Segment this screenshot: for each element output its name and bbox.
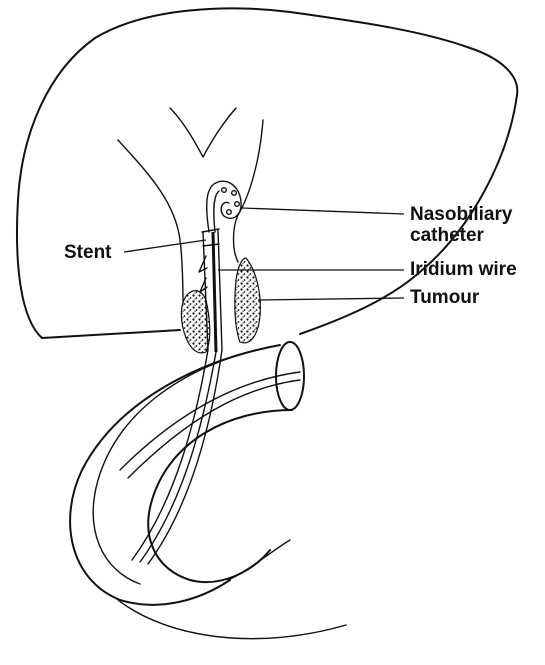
catheter-side-hole: [222, 188, 227, 193]
bowel-parallel-lines: [120, 372, 300, 478]
catheter-side-hole: [227, 210, 232, 215]
leader-stent: [124, 240, 206, 252]
tumour-mass-right: [235, 258, 261, 343]
iridium-wire: [213, 232, 216, 352]
label-iridium-wire: Iridium wire: [410, 259, 517, 280]
label-stent: Stent: [64, 242, 112, 263]
lower-abdomen-curve: [118, 600, 346, 639]
catheter-side-hole: [232, 191, 237, 196]
liver-fissure: [170, 108, 236, 157]
nasobiliary-catheter-outer: [214, 191, 219, 232]
leader-nasobiliary: [242, 208, 404, 214]
bile-duct-left-wall: [118, 140, 184, 318]
duodenum-inner: [148, 410, 292, 582]
catheter-side-hole: [235, 202, 240, 207]
label-tumour: Tumour: [410, 287, 479, 308]
duodenum-outer-wall: [93, 352, 248, 584]
label-nasobiliary-catheter: Nasobiliary catheter: [410, 204, 512, 246]
